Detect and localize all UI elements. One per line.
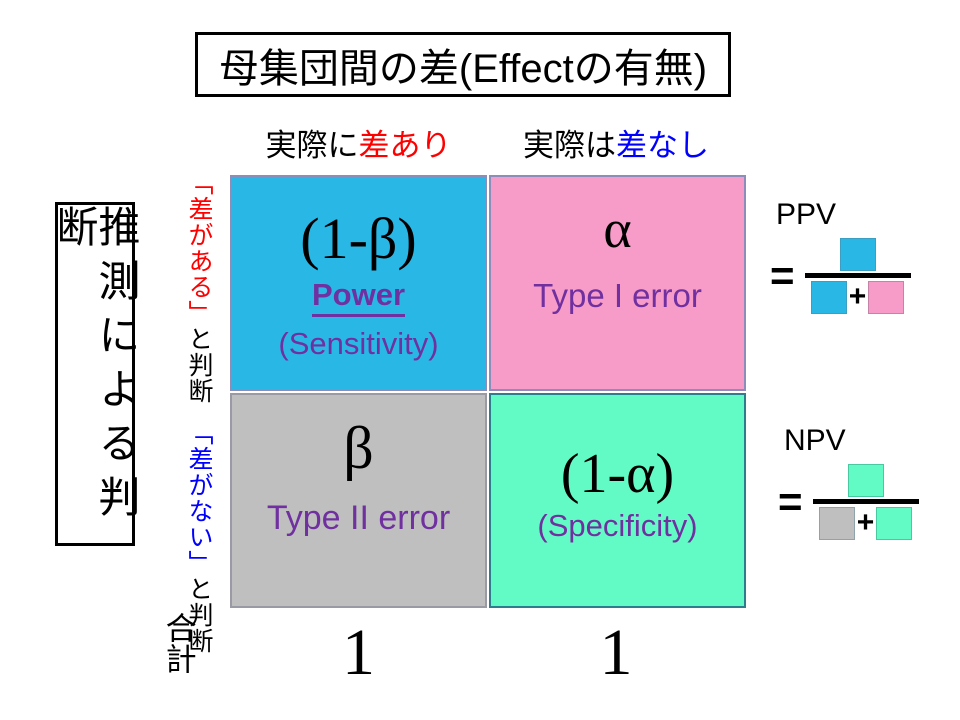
column-total: 1 [599, 616, 633, 689]
column-total: 1 [342, 616, 375, 689]
cell-symbol: α [603, 199, 632, 259]
npv-formula: NPV = + [778, 424, 919, 540]
cell-sublabel: (Specificity) [537, 508, 698, 544]
cell-type-2-error: β Type II error [230, 392, 487, 608]
title-box: 母集団間の差(Effectの有無) [195, 32, 731, 97]
cell-symbol: (1-α) [560, 442, 675, 505]
row-label-suffix: と判断 [185, 326, 213, 404]
denominator: + [818, 506, 913, 540]
green-swatch [847, 464, 884, 497]
row-label-judged-different: 「差がある」と判断 [178, 170, 213, 420]
cell-sublabel: (Sensitivity) [278, 326, 439, 362]
gray-swatch [818, 506, 855, 540]
cell-type-1-error: α Type I error [489, 175, 746, 391]
row-label-quoted: 「差がある」 [185, 170, 213, 326]
cell-power: (1-β) Power (Sensitivity) [230, 175, 487, 391]
cyan-swatch [839, 238, 876, 271]
equals-sign: = [770, 252, 795, 299]
cell-label: Type II error [266, 498, 451, 537]
row-label-judged-same: 「差がない」と判断 [178, 420, 213, 670]
ppv-label: PPV [776, 198, 837, 231]
npv-fraction: = + [778, 464, 919, 540]
denominator: + [810, 280, 905, 314]
row-label-quoted: 「差がない」 [185, 420, 213, 576]
column-header-highlight: 差なし [616, 127, 709, 163]
row-axis-label-box: 推測による判断 [51, 202, 140, 546]
cell-symbol: (1-β) [300, 206, 417, 271]
fraction-bar [812, 499, 919, 504]
column-header-prefix: 実際は [523, 127, 616, 163]
pink-swatch [868, 280, 905, 314]
cell-label: Type I error [533, 276, 702, 314]
fraction: + [812, 464, 919, 540]
page-title: 母集団間の差(Effectの有無) [218, 46, 708, 91]
plus-sign: + [856, 506, 875, 539]
column-header-effect-present: 実際に差あり [230, 122, 487, 163]
cyan-swatch [810, 280, 847, 314]
row-axis-label: 推測による判断 [51, 205, 140, 529]
column-header-highlight: 差あり [358, 127, 452, 163]
npv-label: NPV [784, 424, 846, 457]
fraction-bar [804, 273, 911, 278]
green-swatch [876, 506, 913, 540]
plus-sign: + [848, 280, 867, 313]
cell-label: Power [311, 276, 406, 318]
cell-specificity: (1-α) (Specificity) [489, 392, 746, 608]
cell-symbol: β [343, 414, 374, 481]
totals-label: 合計 [160, 612, 196, 674]
ppv-formula: PPV = + [770, 198, 911, 314]
ppv-fraction: = + [770, 238, 911, 314]
equals-sign: = [778, 478, 803, 525]
column-header-effect-absent: 実際は差なし [487, 122, 745, 163]
fraction: + [804, 238, 911, 314]
column-header-prefix: 実際に [265, 127, 359, 163]
row-label-suffix: と判断 [185, 576, 213, 654]
confusion-matrix: (1-β) Power (Sensitivity) α Type I error… [230, 175, 746, 608]
